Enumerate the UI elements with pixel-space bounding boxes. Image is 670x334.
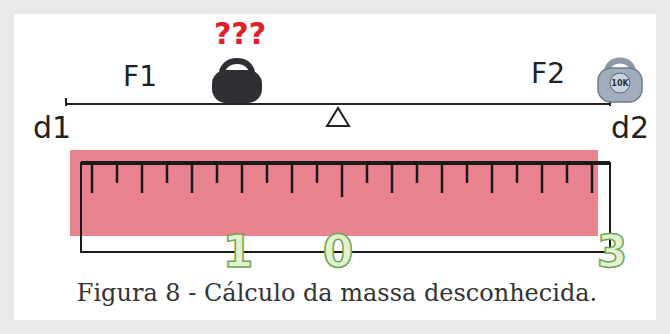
fulcrum [327,108,349,126]
figure-caption: Figura 8 - Cálculo da massa desconhecida… [75,279,599,307]
ruler-tick [116,163,119,183]
ruler-tick [466,163,469,183]
weight-label: 10K [611,79,628,88]
force-label: F2 [531,57,565,90]
ruler-tick [266,163,269,183]
ruler-tick [516,163,519,183]
ruler-tick [591,163,594,193]
beam-end [65,98,67,106]
ruler-tick [491,163,494,193]
ruler-tick [191,163,194,193]
ruler-tick [541,163,544,193]
ruler-tick [341,163,344,197]
ruler-edge [81,161,610,165]
ruler-tick [416,163,419,183]
unknown-mark: ??? [214,16,266,51]
known-weight [598,61,642,103]
ruler-number: 0 [323,226,354,277]
ruler-tick [241,163,244,193]
distance-label: d2 [611,110,649,145]
ruler-tick [391,163,394,193]
ruler-tick [441,163,444,193]
ruler-number: 1 [223,226,254,277]
ruler-tick [566,163,569,183]
ruler-tick [141,163,144,193]
force-label: F1 [123,60,157,93]
ruler-tick [91,163,94,193]
ruler-tick [316,163,319,183]
unknown-weight [212,61,262,103]
panel [14,14,656,320]
lever-beam [66,103,610,105]
ruler-number: 3 [597,226,628,277]
ruler-tick [366,163,369,183]
ruler-ticks [92,163,592,197]
distance-label: d1 [33,110,71,145]
ruler-tick [216,163,219,183]
ruler-tick [166,163,169,183]
ruler-tick [291,163,294,193]
